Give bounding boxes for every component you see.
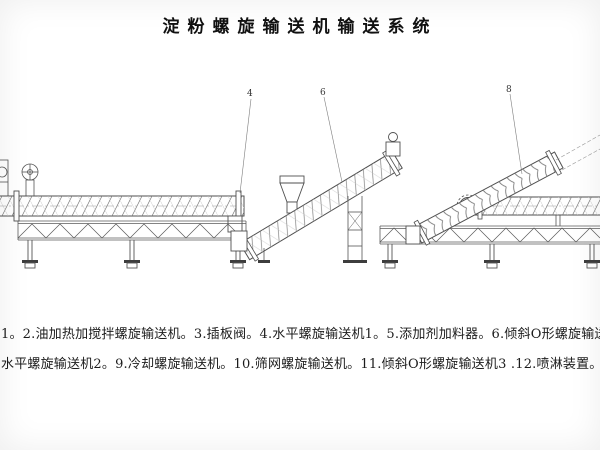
inclined-a-support-tower xyxy=(258,196,367,263)
callout-label-4: 4 xyxy=(247,89,253,99)
additive-hopper xyxy=(279,175,305,214)
legend-line-2: 水平螺旋输送机2。9.冷却螺旋输送机。10.筛网螺旋输送机。11.倾斜O形螺旋输… xyxy=(1,357,600,372)
callout-label-6: 6 xyxy=(320,88,326,98)
legend-caption: 1。2.油加热加搅拌螺旋输送机。3.插板阀。4.水平螺旋输送机1。5.添加剂加料… xyxy=(0,326,600,386)
inclined-a-motor xyxy=(385,132,401,157)
inclined-conveyor-a xyxy=(239,150,403,262)
callout-leader-lines xyxy=(239,93,523,194)
drawing-title: 淀粉螺旋输送机输送系统 xyxy=(162,17,438,37)
left-truss xyxy=(17,220,247,241)
horizontal-conveyor-2 xyxy=(473,192,600,226)
right-support-legs xyxy=(382,244,600,269)
left-edge-equipment xyxy=(0,159,9,197)
callout-label-8: 8 xyxy=(506,85,512,95)
callout-labels: 4 6 8 xyxy=(247,85,512,99)
mixing-conveyor-tube xyxy=(0,190,245,233)
left-support-legs xyxy=(22,240,246,269)
inclined-b-inlet-boot xyxy=(405,225,421,245)
left-drive-unit xyxy=(21,163,39,197)
inclined-b-extension-lines xyxy=(555,134,600,171)
legend-line-1: 1。2.油加热加搅拌螺旋输送机。3.插板阀。4.水平螺旋输送机1。5.添加剂加料… xyxy=(1,327,600,342)
inclined-a-inlet-boot xyxy=(230,230,248,252)
